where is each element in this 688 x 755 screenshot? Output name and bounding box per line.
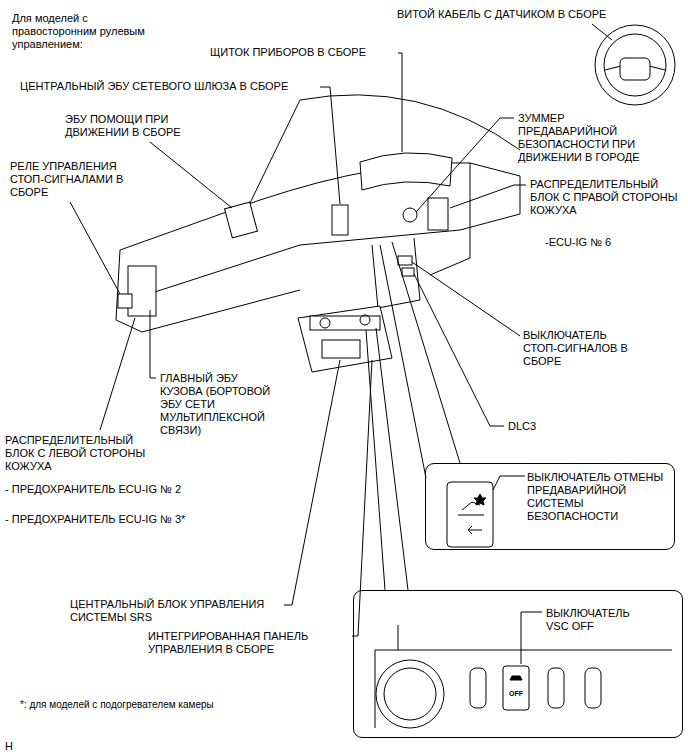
part-label: ЭБУ ПОМОЩИ ПРИ ДВИЖЕНИИ В СБОРЕ (65, 113, 190, 139)
part-label: ЩИТОК ПРИБОРОВ В СБОРЕ (210, 46, 366, 59)
part-label: РЕЛЕ УПРАВЛЕНИЯ СТОП-СИГНАЛАМИ В СБОРЕ (10, 160, 130, 199)
part-label: - ПРЕДОХРАНИТЕЛЬ ECU-IG № 3* (5, 513, 185, 526)
figure-code: H (5, 740, 13, 753)
part-label: ВЫКЛЮЧАТЕЛЬ ОТМЕНЫ ПРЕДАВАРИЙНОЙ СИСТЕМЫ… (527, 471, 667, 523)
part-label: -ECU-IG № 6 (545, 236, 611, 249)
button-text: OFF (509, 690, 523, 698)
heading: Для моделей с правосторонним рулевым упр… (12, 12, 162, 51)
part-label: - ПРЕДОХРАНИТЕЛЬ ECU-IG № 2 (5, 483, 181, 496)
part-label: ЦЕНТРАЛЬНЫЙ БЛОК УПРАВЛЕНИЯ СИСТЕМЫ SRS (70, 598, 285, 624)
inset-box: ВЫКЛЮЧАТЕЛЬ VSC OFF OFF (353, 590, 683, 738)
part-label: ВИТОЙ КАБЕЛЬ С ДАТЧИКОМ В СБОРЕ (397, 8, 606, 21)
part-label: ЗУММЕР ПРЕДАВАРИЙНОЙ БЕЗОПАСНОСТИ ПРИ ДВ… (518, 112, 653, 164)
part-label: *: для моделей с подогревателем камеры (20, 698, 214, 711)
part-label: ВЫКЛЮЧАТЕЛЬ VSC OFF (546, 607, 646, 633)
part-label: ВЫКЛЮЧАТЕЛЬ СТОП-СИГНАЛОВ В СБОРЕ (523, 329, 638, 368)
part-label: ИНТЕГРИРОВАННАЯ ПАНЕЛЬ УПРАВЛЕНИЯ В СБОР… (148, 630, 353, 656)
part-label: РАСПРЕДЕЛИТЕЛЬНЫЙ БЛОК С ПРАВОЙ СТОРОНЫ … (530, 178, 682, 217)
part-label: DLC3 (508, 420, 536, 433)
inset-box: ВЫКЛЮЧАТЕЛЬ ОТМЕНЫ ПРЕДАВАРИЙНОЙ СИСТЕМЫ… (425, 463, 675, 550)
part-label: РАСПРЕДЕЛИТЕЛЬНЫЙ БЛОК С ЛЕВОЙ СТОРОНЫ К… (5, 434, 155, 473)
part-label: ЦЕНТРАЛЬНЫЙ ЭБУ СЕТЕВОГО ШЛЮЗА В СБОРЕ (20, 80, 288, 93)
part-label: ГЛАВНЫЙ ЭБУ КУЗОВА (БОРТОВОЙ ЭБУ СЕТИ МУ… (160, 372, 280, 437)
